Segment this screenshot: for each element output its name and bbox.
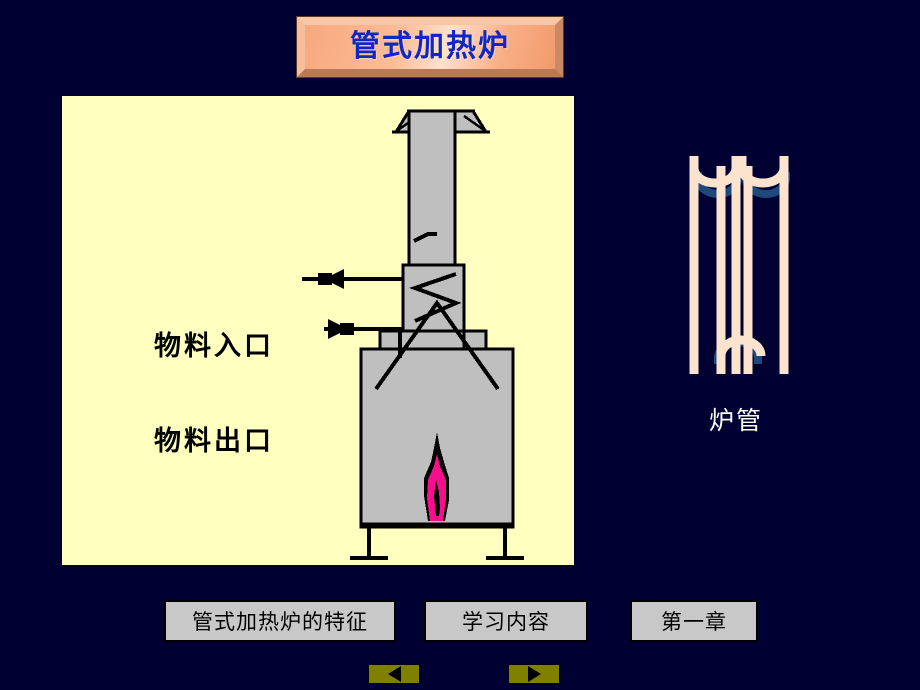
radiant-coil <box>374 299 500 391</box>
nav-button-chapter[interactable]: 第一章 <box>630 600 758 642</box>
convection-section <box>401 263 466 333</box>
furnace-tube-svg <box>689 156 790 374</box>
next-slide-button[interactable] <box>508 664 560 684</box>
triangle-right-icon <box>527 666 541 682</box>
chimney-stack <box>407 109 457 267</box>
slide-title-plaque: 管式加热炉 <box>296 16 564 78</box>
burner-flame <box>424 432 449 521</box>
material-outlet-pipe <box>324 319 402 358</box>
furnace-schematic-svg <box>302 109 524 560</box>
furnace-tube-figure <box>672 142 800 394</box>
material-inlet-pipe <box>302 269 403 289</box>
material-inlet-label: 物料入口 <box>154 331 274 362</box>
page-title: 管式加热炉 <box>350 29 510 64</box>
material-outlet-label: 物料出口 <box>154 426 274 457</box>
furnace-diagram-panel: 物料入口 物料出口 <box>62 96 574 565</box>
nav-button-contents[interactable]: 学习内容 <box>424 600 588 642</box>
furnace-legs <box>350 525 524 560</box>
previous-slide-button[interactable] <box>368 664 420 684</box>
nav-button-features[interactable]: 管式加热炉的特征 <box>164 600 396 642</box>
furnace-tube-caption: 炉管 <box>708 406 763 435</box>
triangle-left-icon <box>387 666 401 682</box>
